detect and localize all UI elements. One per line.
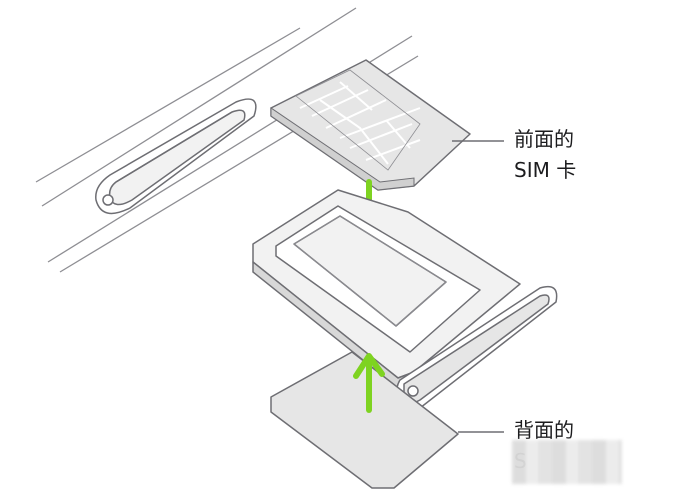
front-sim-card <box>270 59 471 191</box>
phone-sim-slot <box>95 98 257 215</box>
back-sim-label-line1: 背面的 <box>514 418 574 442</box>
insert-up-arrow <box>353 353 385 413</box>
front-sim-label-line1: 前面的 <box>514 127 574 151</box>
front-sim-chip <box>295 69 421 171</box>
back-sim-card <box>270 351 459 489</box>
blurred-watermark <box>512 440 622 484</box>
front-sim-label: 前面的 SIM 卡 <box>514 124 576 186</box>
front-sim-label-line2: SIM 卡 <box>514 158 577 182</box>
sim-tray <box>252 189 558 413</box>
